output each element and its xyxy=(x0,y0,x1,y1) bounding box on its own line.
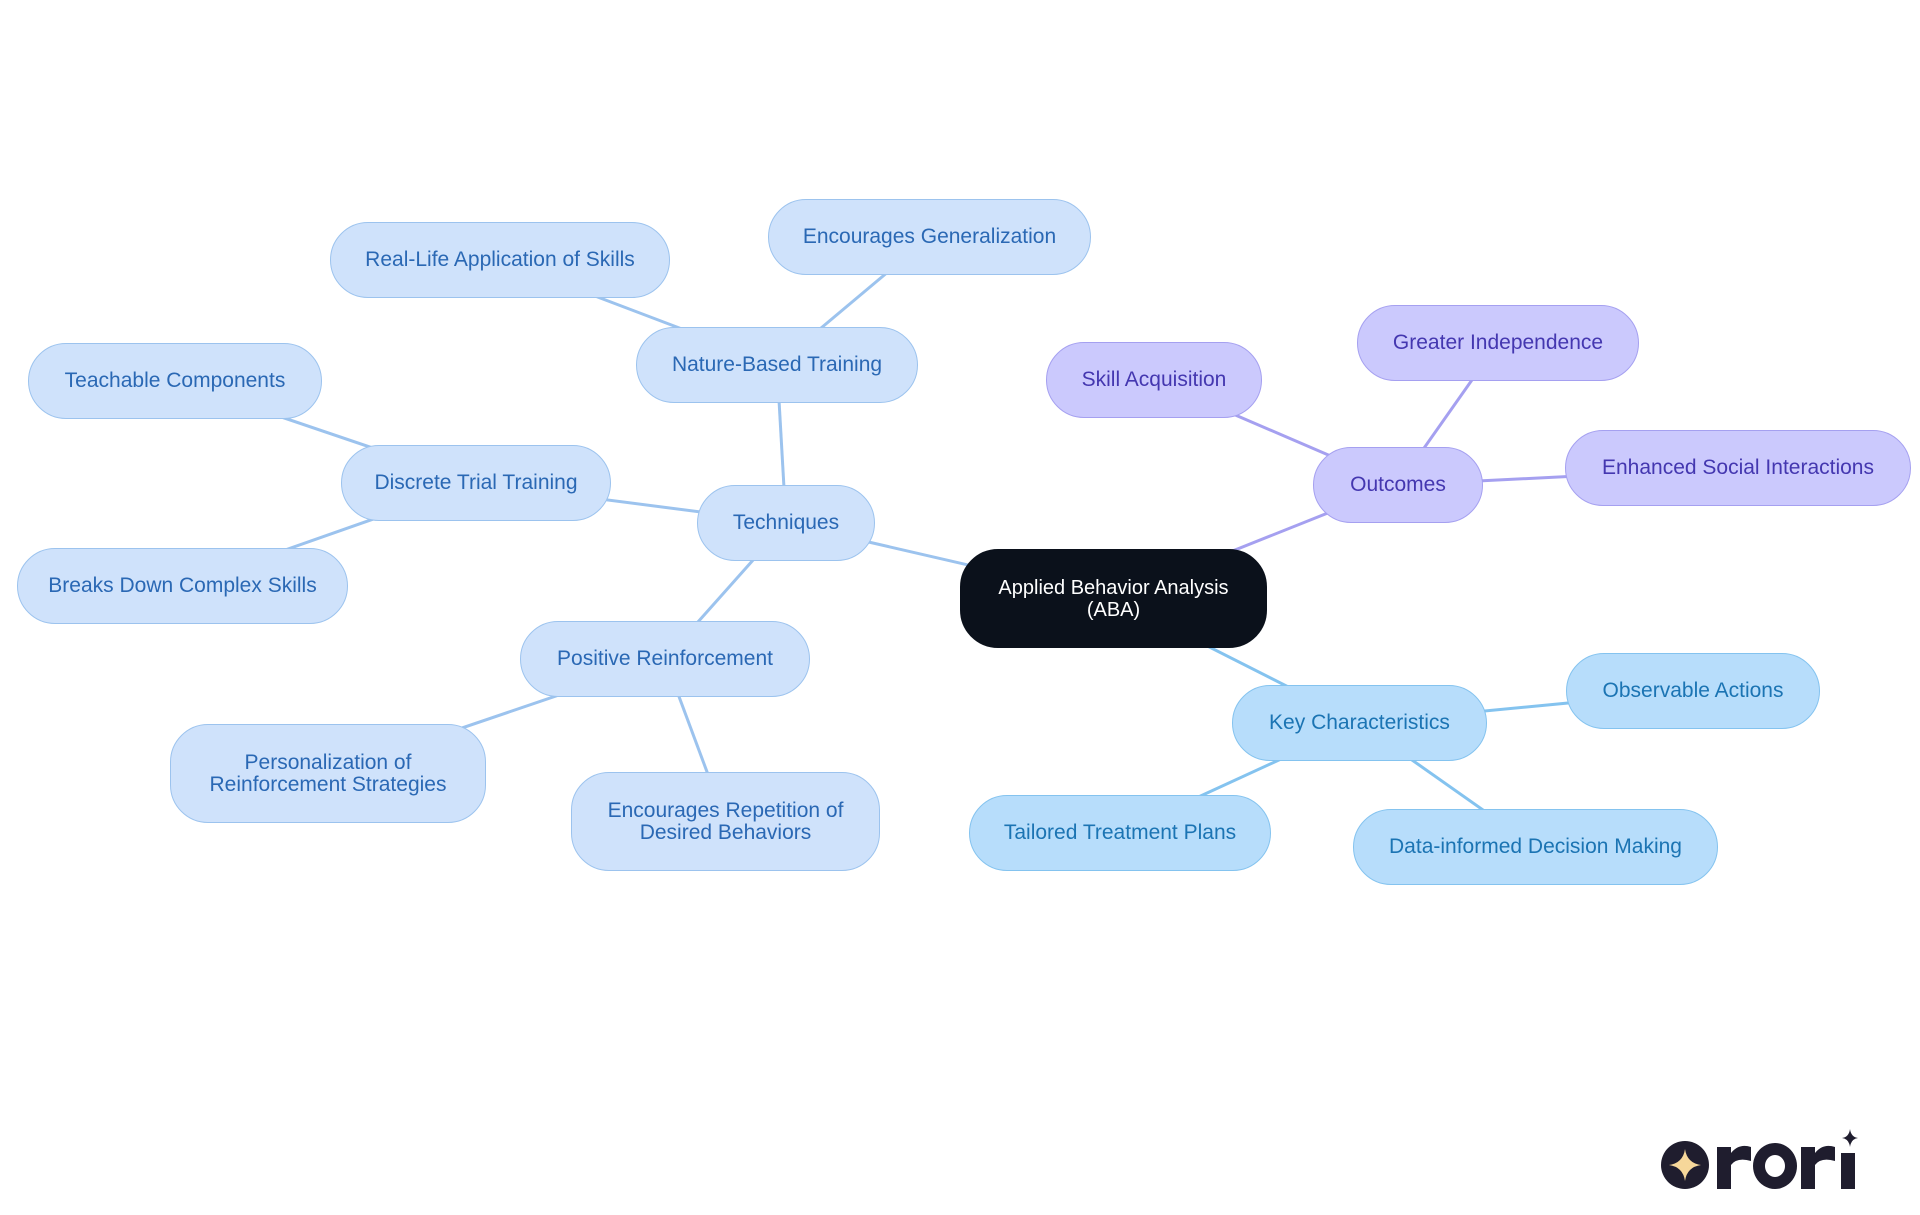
node-personalization[interactable]: Personalization of Reinforcement Strateg… xyxy=(170,724,486,823)
rori-logo xyxy=(1661,1129,1858,1189)
node-encourages-generalization[interactable]: Encourages Generalization xyxy=(768,199,1091,275)
node-root[interactable]: Applied Behavior Analysis (ABA) xyxy=(960,549,1267,648)
node-breaks-down-complex-skills[interactable]: Breaks Down Complex Skills xyxy=(17,548,348,624)
node-observable-actions[interactable]: Observable Actions xyxy=(1566,653,1820,729)
node-discrete-trial-training[interactable]: Discrete Trial Training xyxy=(341,445,611,521)
node-nature-based-training[interactable]: Nature-Based Training xyxy=(636,327,918,403)
sparkle-icon xyxy=(1661,1141,1709,1189)
node-real-life-application[interactable]: Real-Life Application of Skills xyxy=(330,222,670,298)
node-enhanced-social-interactions[interactable]: Enhanced Social Interactions xyxy=(1565,430,1911,506)
node-techniques[interactable]: Techniques xyxy=(697,485,875,561)
node-teachable-components[interactable]: Teachable Components xyxy=(28,343,322,419)
node-data-informed-decision-making[interactable]: Data-informed Decision Making xyxy=(1353,809,1718,885)
node-tailored-treatment-plans[interactable]: Tailored Treatment Plans xyxy=(969,795,1271,871)
node-positive-reinforcement[interactable]: Positive Reinforcement xyxy=(520,621,810,697)
node-encourages-repetition[interactable]: Encourages Repetition of Desired Behavio… xyxy=(571,772,880,871)
node-outcomes[interactable]: Outcomes xyxy=(1313,447,1483,523)
logo-wordmark xyxy=(1717,1129,1858,1189)
node-greater-independence[interactable]: Greater Independence xyxy=(1357,305,1639,381)
node-key-characteristics[interactable]: Key Characteristics xyxy=(1232,685,1487,761)
node-skill-acquisition[interactable]: Skill Acquisition xyxy=(1046,342,1262,418)
